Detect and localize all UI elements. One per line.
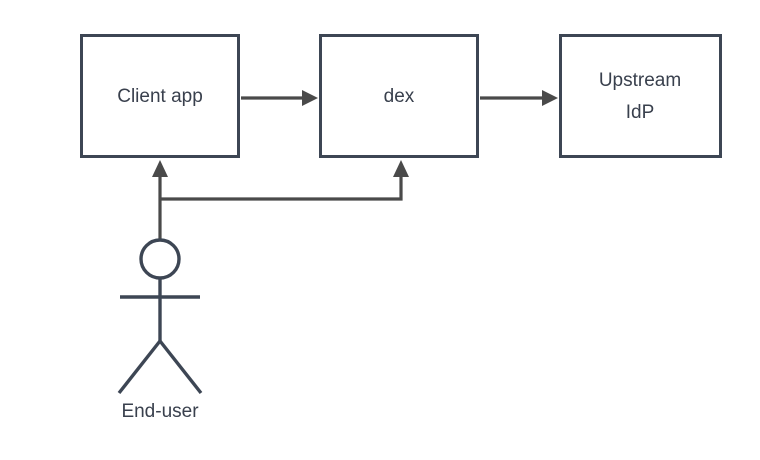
actor-end-user[interactable]: End-user (117, 238, 203, 422)
node-dex[interactable]: dex (319, 34, 479, 158)
node-dex-label: dex (384, 86, 415, 107)
actor-end-user-label: End-user (121, 401, 199, 422)
edge-user-to-client-arrowhead (152, 160, 168, 177)
edge-user-to-dex-line (160, 176, 403, 201)
node-client-app[interactable]: Client app (80, 34, 240, 158)
node-upstream-idp[interactable]: Upstream IdP (559, 34, 722, 158)
node-client-app-label: Client app (117, 86, 203, 107)
actor-leg-left (117, 339, 162, 395)
actor-leg-right (158, 339, 203, 395)
edge-user-to-dex[interactable] (160, 160, 409, 201)
edge-user-to-client[interactable] (152, 160, 168, 240)
edge-client-to-dex-arrowhead (302, 90, 318, 106)
node-upstream-idp-box[interactable] (559, 34, 722, 158)
node-upstream-idp-label-line2: IdP (626, 102, 655, 123)
node-dex-box[interactable] (319, 34, 479, 158)
edge-dex-to-upstream[interactable] (480, 90, 558, 106)
node-upstream-idp-label-line1: Upstream (599, 70, 681, 91)
actor-head-icon (139, 238, 181, 280)
edge-dex-to-upstream-arrowhead (542, 90, 558, 106)
edge-user-to-dex-arrowhead (393, 160, 409, 177)
node-client-app-box[interactable] (80, 34, 240, 158)
edge-client-to-dex[interactable] (241, 90, 318, 106)
